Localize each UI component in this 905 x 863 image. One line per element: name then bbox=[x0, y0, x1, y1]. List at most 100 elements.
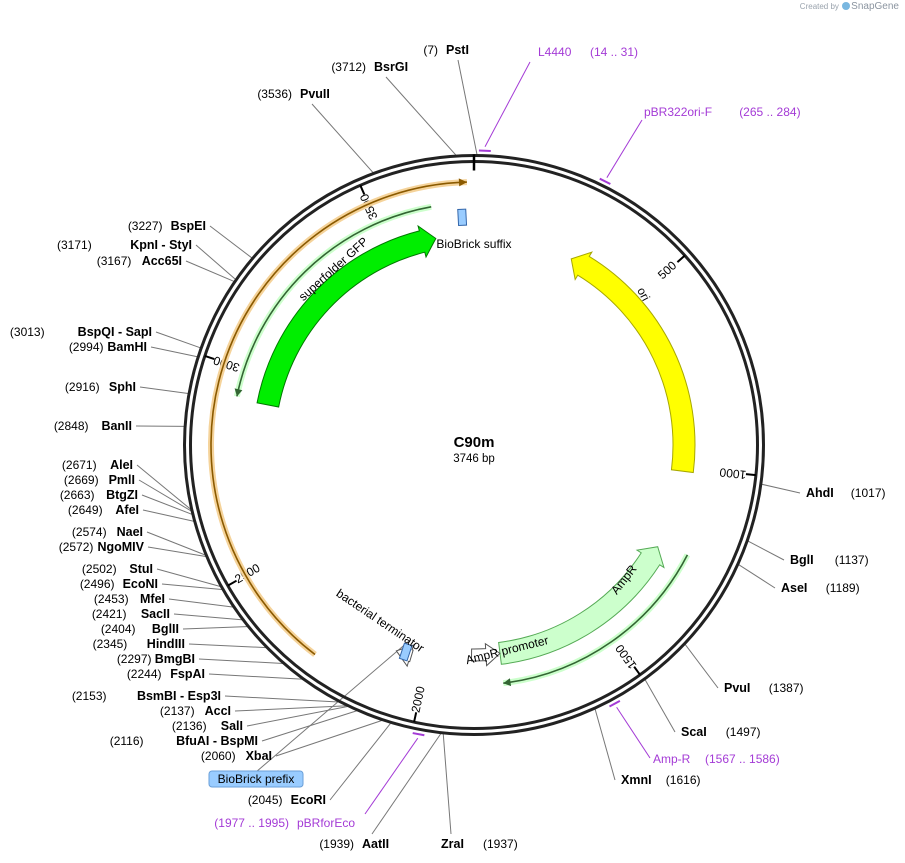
primer-marker-pbr322ori-f bbox=[599, 177, 611, 185]
site-label-bamhi[interactable]: BamHI(2994) bbox=[69, 340, 147, 354]
site-label-sali[interactable]: SalI(2136) bbox=[172, 719, 243, 733]
site-label-bspqi-sapi[interactable]: BspQI - SapI(3013) bbox=[10, 325, 152, 339]
feature-biobrick-prefix-box[interactable] bbox=[398, 642, 413, 662]
site-label-xbai[interactable]: XbaI(2060) bbox=[201, 749, 272, 763]
site-label-xmni[interactable]: XmnI(1616) bbox=[621, 773, 700, 787]
site-label-sphi[interactable]: SphI(2916) bbox=[65, 380, 136, 394]
site-label-banii[interactable]: BanII(2848) bbox=[54, 419, 132, 433]
site-label-bfuai-bspmi[interactable]: BfuAI - BspMI (2116) bbox=[110, 734, 258, 748]
primer-marker-amp-r bbox=[609, 699, 621, 708]
site-label-pvuii[interactable]: PvuII(3536) bbox=[257, 87, 330, 101]
site-label-fspai[interactable]: FspAI(2244) bbox=[127, 667, 205, 681]
site-pos-econi: (2496) bbox=[80, 577, 115, 591]
primer-label-amp-r[interactable]: Amp-R bbox=[653, 752, 691, 766]
tick-label-500: 500 bbox=[655, 258, 679, 282]
tick-mark-3000 bbox=[204, 354, 215, 361]
site-leader-bsmbi-esp3i bbox=[224, 695, 344, 703]
site-leader-mfei bbox=[168, 598, 236, 608]
site-label-stui[interactable]: StuI(2502) bbox=[82, 562, 153, 576]
site-label-pvui[interactable]: PvuI(1387) bbox=[724, 681, 803, 695]
site-label-kpni-styi[interactable]: KpnI - StyI(3171) bbox=[57, 238, 192, 252]
site-pos-bfuai-bspmi: (2116) bbox=[110, 734, 144, 748]
site-label-afei[interactable]: AfeI(2649) bbox=[68, 503, 139, 517]
site-name-bmgbi: BmgBI bbox=[155, 652, 195, 666]
feature-biobrick-suffix-box[interactable] bbox=[457, 208, 468, 227]
feature-ampr-arrow[interactable] bbox=[498, 546, 665, 665]
orf-arcs bbox=[208, 178, 691, 687]
orf-arrowhead-2 bbox=[503, 678, 512, 687]
site-name-acc65i: Acc65I bbox=[142, 254, 182, 268]
site-pos-ecori: (2045) bbox=[248, 793, 283, 807]
site-label-acc65i[interactable]: Acc65I(3167) bbox=[97, 254, 182, 268]
site-leader-sacii bbox=[173, 613, 245, 621]
primer-label-pbrforeco[interactable]: pBRforEco bbox=[297, 816, 355, 830]
site-pos-xbai: (2060) bbox=[201, 749, 236, 763]
site-pos-banii: (2848) bbox=[54, 419, 89, 433]
site-leader-bspei bbox=[209, 225, 254, 260]
site-label-asei[interactable]: AseI(1189) bbox=[781, 581, 860, 595]
site-name-ngomiv: NgoMIV bbox=[97, 540, 144, 554]
primer-leader-pbr322ori-f bbox=[606, 119, 643, 178]
snapgene-logo-icon bbox=[842, 2, 851, 10]
site-leader-sali bbox=[246, 705, 351, 727]
site-label-bmgbi[interactable]: BmgBI(2297) bbox=[117, 652, 195, 666]
plasmid-name: C90m bbox=[454, 434, 495, 451]
site-leader-fspai bbox=[208, 673, 306, 680]
site-leader-bsrgi bbox=[385, 76, 458, 158]
site-name-stui: StuI bbox=[129, 562, 153, 576]
site-label-psti[interactable]: PstI(7) bbox=[423, 43, 469, 57]
site-label-naei[interactable]: NaeI(2574) bbox=[72, 525, 143, 539]
feature-label-biobrick-prefix: BioBrick prefix bbox=[218, 772, 295, 786]
plasmid-length: 3746 bp bbox=[453, 453, 495, 465]
site-label-econi[interactable]: EcoNI(2496) bbox=[80, 577, 158, 591]
site-label-btgzi[interactable]: BtgZI(2663) bbox=[60, 488, 138, 502]
site-pos-bspei: (3227) bbox=[128, 219, 163, 233]
site-name-pvuii: PvuII bbox=[300, 87, 330, 101]
site-pos-sali: (2136) bbox=[172, 719, 207, 733]
orf-arrowhead-1 bbox=[234, 388, 243, 397]
site-label-ngomiv[interactable]: NgoMIV(2572) bbox=[59, 540, 145, 554]
site-label-sacii[interactable]: SacII(2421) bbox=[92, 607, 170, 621]
site-label-acci[interactable]: AccI(2137) bbox=[160, 704, 231, 718]
site-leader-pvui bbox=[683, 642, 719, 689]
site-label-bglii[interactable]: BglII(2404) bbox=[101, 622, 179, 636]
site-label-bgli[interactable]: BglI(1137) bbox=[790, 553, 869, 567]
site-label-pmli[interactable]: PmlI(2669) bbox=[64, 473, 135, 487]
site-pos-sacii: (2421) bbox=[92, 607, 127, 621]
site-leader-pmli bbox=[138, 479, 194, 513]
site-label-hindiii[interactable]: HindIII(2345) bbox=[93, 637, 185, 651]
site-leader-asei bbox=[736, 563, 776, 589]
site-leader-xmni bbox=[594, 706, 616, 781]
feature-superfolder-gfp-arrow[interactable] bbox=[256, 224, 437, 408]
site-name-scai: ScaI bbox=[681, 725, 707, 739]
biobrick-prefix-label-box[interactable] bbox=[208, 770, 304, 788]
site-leader-acc65i bbox=[185, 260, 237, 283]
site-label-zrai[interactable]: ZraI(1937) bbox=[441, 837, 518, 851]
site-pos-kpni-styi: (3171) bbox=[57, 238, 92, 252]
site-pos-mfei: (2453) bbox=[94, 592, 129, 606]
primer-label-pbr322ori-f[interactable]: pBR322ori-F bbox=[644, 105, 712, 119]
feature-ampr-promoter-arrow[interactable] bbox=[470, 642, 501, 667]
feature-ori-arrow[interactable] bbox=[570, 251, 696, 474]
credit-brand: SnapGene bbox=[851, 1, 899, 12]
site-pos-xmni: (1616) bbox=[666, 773, 701, 787]
orf-arc-2 bbox=[503, 554, 689, 684]
site-pos-bamhi: (2994) bbox=[69, 340, 104, 354]
site-label-bsmbi-esp3i[interactable]: BsmBI - Esp3I(2153) bbox=[72, 689, 221, 703]
site-label-ecori[interactable]: EcoRI(2045) bbox=[248, 793, 326, 807]
site-label-mfei[interactable]: MfeI(2453) bbox=[94, 592, 165, 606]
site-label-ahdi[interactable]: AhdI(1017) bbox=[806, 486, 885, 500]
primer-marker-pbrforeco bbox=[412, 732, 425, 737]
site-label-bsrgi[interactable]: BsrGI(3712) bbox=[331, 60, 408, 74]
site-label-aatii[interactable]: AatII(1939) bbox=[319, 837, 389, 851]
site-pos-fspai: (2244) bbox=[127, 667, 162, 681]
site-name-bsmbi-esp3i: BsmBI - Esp3I bbox=[137, 689, 221, 703]
primer-label-l4440[interactable]: L4440 bbox=[538, 45, 572, 59]
tick-label-2000: 2000 bbox=[408, 685, 427, 714]
site-label-scai[interactable]: ScaI(1497) bbox=[681, 725, 760, 739]
site-label-bspei[interactable]: BspEI(3227) bbox=[128, 219, 206, 233]
site-label-alei[interactable]: AleI(2671) bbox=[62, 458, 133, 472]
site-name-bfuai-bspmi: BfuAI - BspMI bbox=[176, 734, 258, 748]
